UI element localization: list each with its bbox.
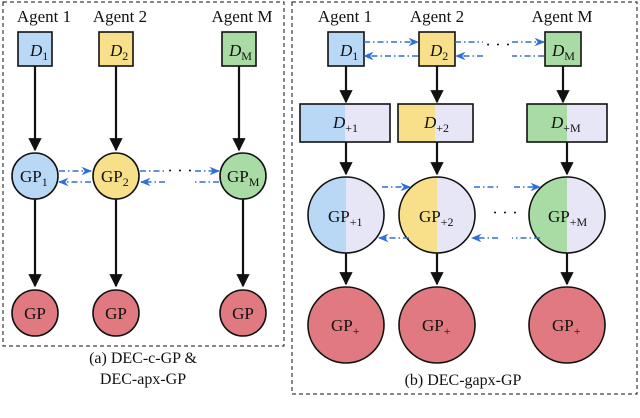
gp-node-1-text: GP1 bbox=[20, 167, 48, 189]
output-node-1-b-text: GP+ bbox=[331, 316, 360, 338]
gp-node-2-b bbox=[398, 176, 476, 254]
data-node-2-b bbox=[418, 31, 456, 67]
caption-b: (b) DEC-gapx-GP bbox=[405, 372, 522, 389]
ellipsis-right-mid: · · · bbox=[492, 203, 517, 222]
data-node-2 bbox=[98, 31, 134, 67]
agent-2-label: Agent 2 bbox=[93, 7, 147, 26]
aug-node-2 bbox=[397, 103, 474, 143]
aug-node-1 bbox=[299, 103, 391, 143]
panel-a: Agent 1 Agent 2 Agent M D1 D2 DM GP1 GP2… bbox=[2, 1, 285, 388]
output-node-m-text: GP bbox=[232, 304, 254, 323]
gp-node-m-b bbox=[528, 176, 606, 254]
output-node-1 bbox=[11, 289, 59, 337]
panel-b-border bbox=[291, 1, 638, 395]
output-node-2-text: GP bbox=[105, 304, 127, 323]
data-node-m-text: DM bbox=[228, 41, 252, 63]
aug-node-m bbox=[526, 103, 608, 143]
gp-node-1-b bbox=[307, 176, 385, 254]
data-node-1-text: D1 bbox=[29, 41, 48, 63]
data-node-2-text: D2 bbox=[109, 41, 128, 63]
output-node-2 bbox=[92, 289, 140, 337]
gp-node-m-b-text: GP+M bbox=[548, 207, 588, 229]
panel-a-border bbox=[2, 1, 285, 347]
data-node-m-b-text: DM bbox=[551, 41, 575, 63]
data-node-1-b-text: D1 bbox=[339, 41, 358, 63]
agent-m-label-b: Agent M bbox=[532, 7, 593, 26]
ellipsis-left: · · · bbox=[167, 161, 192, 180]
output-node-1-b bbox=[307, 286, 385, 364]
gp-node-2-text: GP2 bbox=[101, 167, 129, 189]
data-node-2-b-text: D2 bbox=[429, 41, 448, 63]
gp-node-m-text: GPM bbox=[227, 167, 260, 189]
gp-node-1-b-text: GP+1 bbox=[328, 207, 363, 229]
aug-node-1-text: D+1 bbox=[332, 113, 358, 135]
caption-a-line2: DEC-apx-GP bbox=[100, 371, 186, 388]
output-node-2-b bbox=[398, 286, 476, 364]
agent-1-label-b: Agent 1 bbox=[318, 7, 372, 26]
caption-a-line1: (a) DEC-c-GP & bbox=[89, 350, 197, 367]
output-node-1-text: GP bbox=[24, 304, 46, 323]
aug-node-2-text: D+2 bbox=[423, 113, 449, 135]
aug-node-m-text: D+M bbox=[550, 113, 581, 135]
agent-m-label: Agent M bbox=[212, 7, 273, 26]
ellipsis-right-top: · · · bbox=[485, 35, 510, 54]
output-node-m-b bbox=[528, 286, 606, 364]
agent-2-label-b: Agent 2 bbox=[410, 7, 464, 26]
agent-1-label: Agent 1 bbox=[17, 7, 71, 26]
gp-node-2-b-text: GP+2 bbox=[419, 207, 454, 229]
output-node-2-b-text: GP+ bbox=[422, 316, 451, 338]
output-node-m bbox=[219, 289, 267, 337]
output-node-m-b-text: GP+ bbox=[552, 316, 581, 338]
panel-b: Agent 1 Agent 2 Agent M D1 D2 DM · · · bbox=[291, 1, 638, 395]
